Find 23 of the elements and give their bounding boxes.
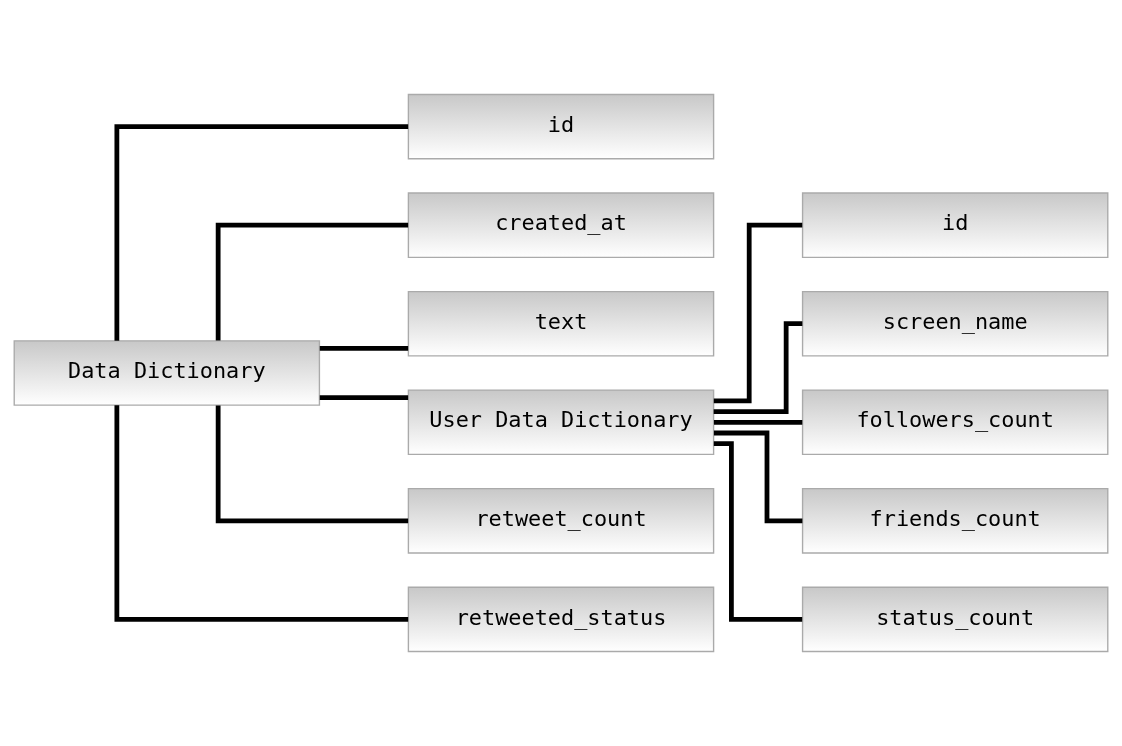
node-box: status_count	[801, 586, 1109, 653]
node-box: text	[407, 290, 715, 357]
node-box: User Data Dictionary	[407, 389, 715, 456]
node-box: screen_name	[801, 290, 1109, 357]
connector	[114, 124, 409, 341]
node-box: id	[801, 192, 1109, 259]
connector	[114, 405, 409, 622]
connector	[713, 430, 803, 524]
connector	[713, 419, 803, 425]
connector	[713, 441, 803, 622]
connector	[215, 222, 409, 341]
node-box: created_at	[407, 192, 715, 259]
node-box: id	[407, 93, 715, 160]
connector	[713, 222, 803, 404]
connector	[713, 321, 803, 414]
node-box: followers_count	[801, 389, 1109, 456]
node-box: retweet_count	[407, 487, 715, 554]
node-box: Data Dictionary	[13, 340, 321, 406]
node-box: retweeted_status	[407, 586, 715, 653]
connector	[215, 405, 409, 524]
connector	[319, 345, 409, 351]
connector	[319, 395, 409, 401]
node-box: friends_count	[801, 487, 1109, 554]
